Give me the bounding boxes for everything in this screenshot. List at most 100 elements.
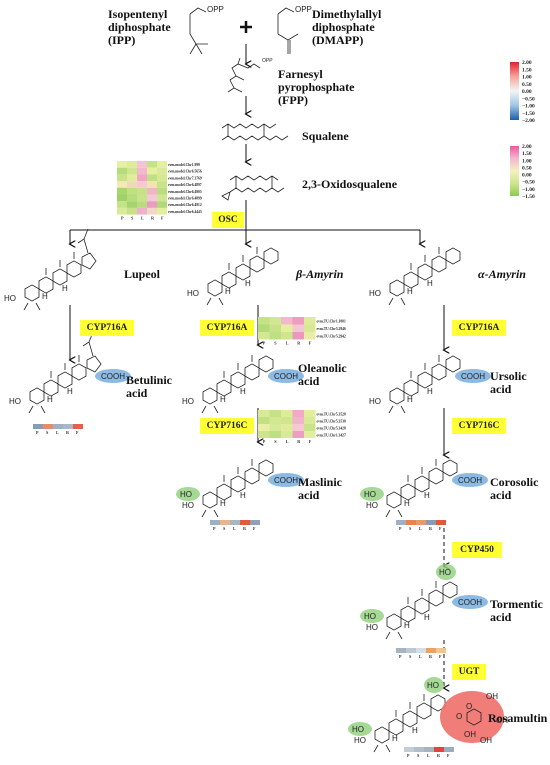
heatmap-cell bbox=[147, 161, 157, 168]
heatmap-cell bbox=[137, 181, 147, 188]
heatmap-cell bbox=[269, 431, 281, 438]
strip-cell bbox=[436, 520, 446, 525]
cooh-label: COOH bbox=[274, 372, 298, 381]
strip-cell bbox=[63, 424, 73, 429]
h-label: H bbox=[427, 387, 433, 396]
heatmap-cell bbox=[292, 332, 304, 340]
enzyme-cyp716c-beta: CYP716C bbox=[200, 418, 254, 434]
ho-highlight bbox=[176, 487, 200, 501]
colorscale-bar bbox=[510, 62, 519, 120]
heatmap-cell bbox=[258, 424, 270, 431]
ho-label: HO bbox=[352, 725, 364, 734]
strip-cell bbox=[426, 648, 436, 653]
tissue-label: F bbox=[447, 753, 450, 758]
tissue-label: R bbox=[66, 430, 70, 435]
ho-highlight bbox=[360, 609, 384, 623]
heatmap-cell bbox=[258, 332, 270, 340]
strip-cell bbox=[43, 424, 53, 429]
cooh-label: COOH bbox=[458, 598, 482, 607]
corosolic-label: Corosolic acid bbox=[490, 475, 539, 502]
gene-label: evm.TU.Chr5.3530 bbox=[317, 419, 346, 423]
tissue-label: P bbox=[399, 526, 402, 531]
beta-amyrin-label: β-Amyrin bbox=[296, 267, 344, 281]
gene-label: evm.TU.Chr1.3427 bbox=[317, 433, 346, 437]
strip-cell bbox=[406, 648, 416, 653]
heatmap-cyp716a: evm.TU.Chr1.1001evm.TU.Chr5.2946evm.TU.C… bbox=[258, 317, 346, 346]
gene-label: evm.model.Chr6.5656 bbox=[168, 170, 202, 174]
heatmap-cell bbox=[127, 181, 137, 188]
enzyme-cyp716c-alpha: CYP716C bbox=[452, 418, 506, 434]
strip-cell bbox=[210, 520, 220, 525]
ho-highlight bbox=[360, 487, 384, 501]
heatmap-cell bbox=[304, 431, 316, 438]
ho-highlight bbox=[436, 564, 456, 580]
h-label: H bbox=[220, 395, 226, 404]
heatmap-cell bbox=[127, 161, 137, 168]
strip-cell bbox=[434, 747, 444, 752]
cooh-highlight bbox=[268, 473, 304, 487]
h-label: H bbox=[220, 499, 226, 508]
oxidosqualene-label: 2,3-Oxidosqualene bbox=[302, 177, 398, 191]
heatmap-cell bbox=[147, 181, 157, 188]
tissue-label: P bbox=[121, 216, 124, 221]
heatmap-cell bbox=[269, 417, 281, 424]
heatmap-cell bbox=[117, 187, 127, 195]
h-label: H bbox=[407, 287, 413, 296]
enzyme-cyp716a-alpha: CYP716A bbox=[452, 320, 506, 336]
ho-label: HO bbox=[182, 397, 194, 406]
heatmap-cell bbox=[269, 424, 281, 431]
heatmap-cell bbox=[157, 161, 167, 168]
plus-icon bbox=[240, 21, 252, 33]
tissue-label: R bbox=[297, 341, 301, 346]
strip-cell bbox=[230, 520, 240, 525]
h-label: H bbox=[240, 491, 246, 500]
heatmap-cell bbox=[304, 324, 316, 332]
tissue-label: F bbox=[76, 430, 79, 435]
colorscale-tick: 1.00 bbox=[522, 75, 532, 81]
heatmap-cell bbox=[292, 317, 304, 325]
gene-label: evm.TU.Chr5.2946 bbox=[317, 327, 346, 331]
tissue-label: R bbox=[243, 526, 247, 531]
heatmap-cell bbox=[292, 424, 304, 431]
heatmap-cell bbox=[157, 187, 167, 195]
colorscale-tick: −0.50 bbox=[522, 180, 535, 186]
heatmap-cell bbox=[304, 332, 316, 340]
heatmap-cell bbox=[137, 187, 147, 195]
gene-label: evm.model.Chr6.4905 bbox=[168, 190, 202, 194]
maslinic-label: Maslinic acid bbox=[298, 475, 342, 502]
enzyme-osc: OSC bbox=[212, 212, 244, 228]
heatmap-cell bbox=[258, 431, 270, 438]
heatmap-cell bbox=[269, 410, 281, 417]
heatmap-cell bbox=[292, 431, 304, 438]
heatmap-cell bbox=[127, 187, 137, 195]
heatmap-cell bbox=[304, 417, 316, 424]
colorscale-tick: 0.00 bbox=[522, 89, 532, 95]
ho-label: HO bbox=[427, 681, 439, 690]
ho-label: HO bbox=[4, 294, 16, 303]
colorscale-tick: −2.00 bbox=[522, 118, 535, 124]
heatmap-cell bbox=[281, 417, 293, 424]
gene-label: evm.model.Chr7.3769 bbox=[168, 176, 202, 180]
tissue-label: S bbox=[409, 526, 412, 531]
ho-label: HO bbox=[369, 397, 381, 406]
ho-highlight bbox=[424, 677, 444, 693]
h-label: H bbox=[245, 279, 251, 288]
gene-label: evm.TU.Chr5.3428 bbox=[317, 426, 346, 430]
tissue-label: F bbox=[439, 654, 442, 659]
h-label: H bbox=[424, 613, 430, 622]
strip-cell bbox=[250, 520, 260, 525]
heatmap-cell bbox=[127, 201, 137, 208]
heatmap-cell bbox=[281, 317, 293, 325]
heatmap-cell bbox=[281, 431, 293, 438]
heatmap-cell bbox=[304, 410, 316, 417]
split-bracket bbox=[70, 200, 420, 244]
h-label: H bbox=[412, 726, 418, 735]
heatmap-cell bbox=[258, 417, 270, 424]
h-label: H bbox=[392, 734, 398, 743]
heatmap-cell bbox=[137, 174, 147, 182]
